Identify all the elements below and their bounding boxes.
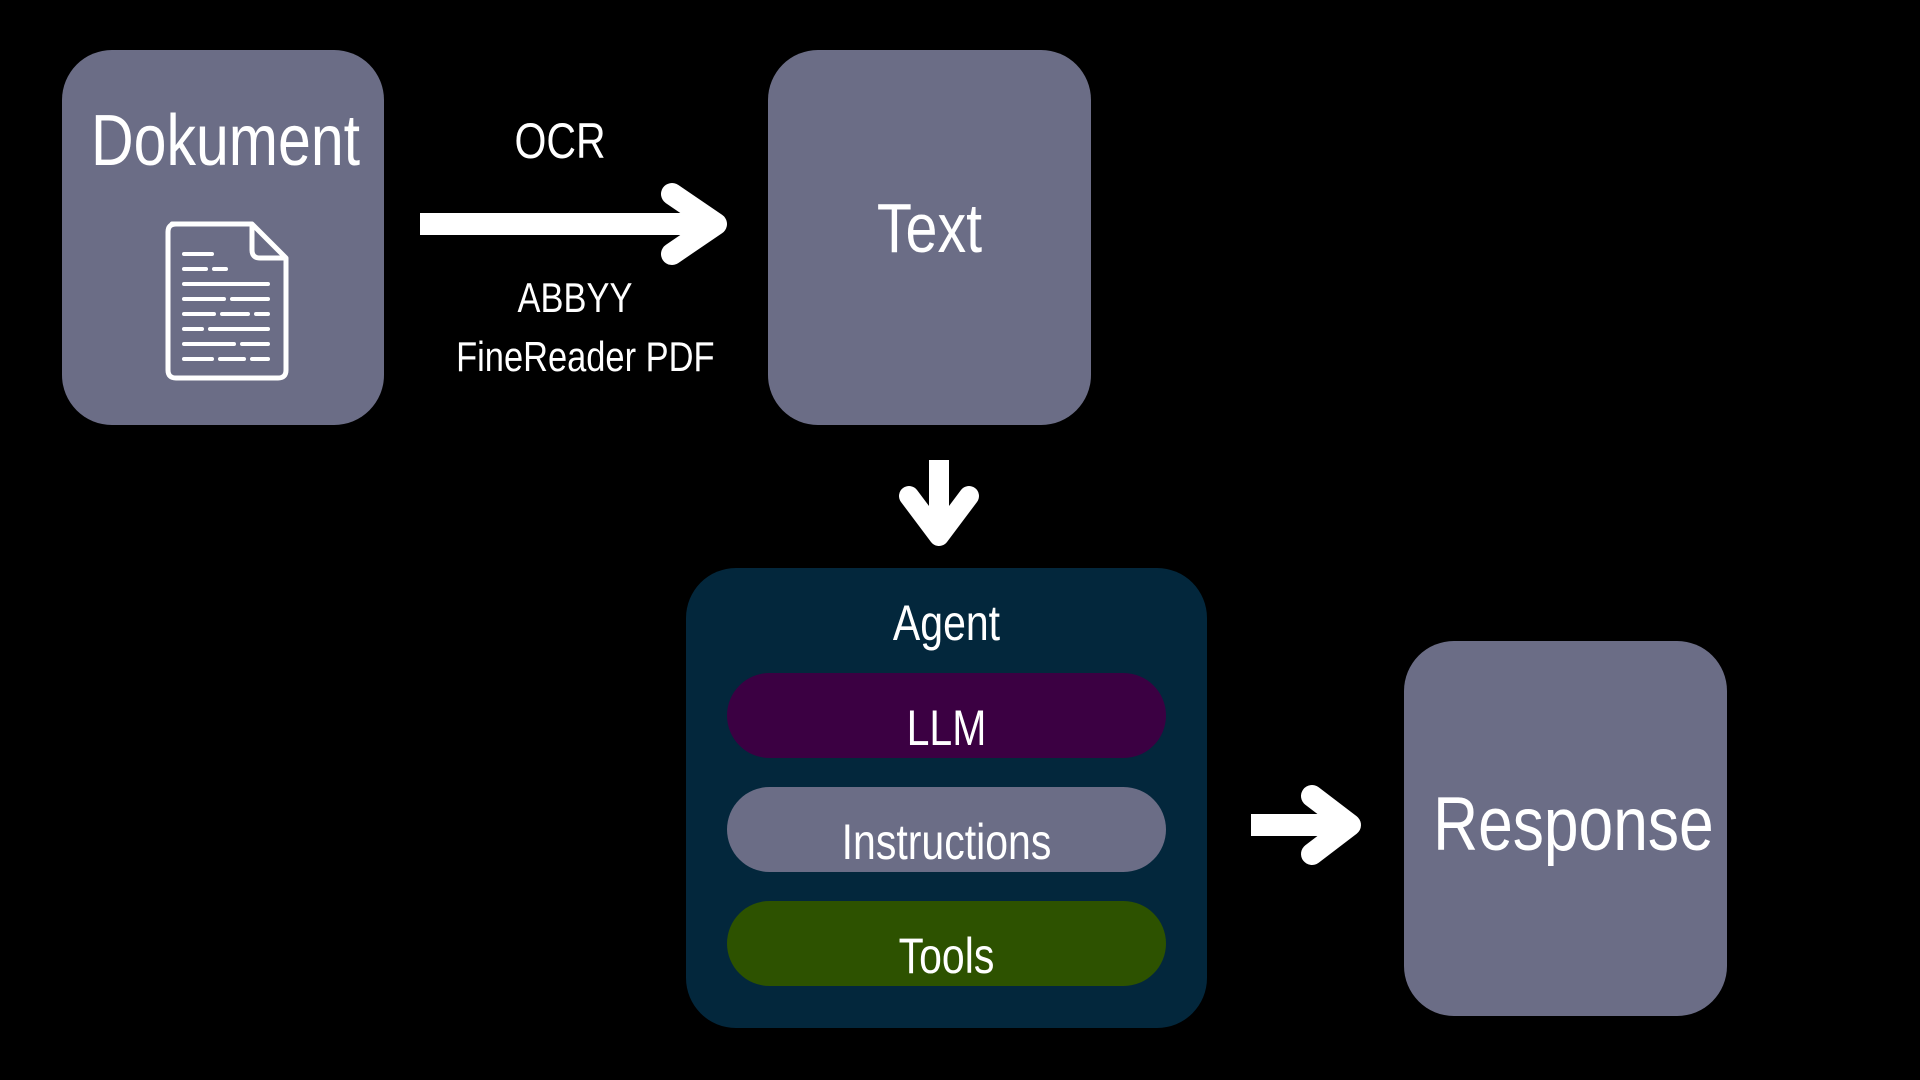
edge-label-abbyy-line1: ABBYY: [517, 274, 633, 321]
edge-label-abbyy: ABBYY FineReader PDF: [456, 268, 715, 386]
instructions-label: Instructions: [841, 814, 1052, 870]
response-label: Response: [1433, 782, 1714, 867]
instructions-component: Instructions: [727, 787, 1166, 872]
document-label: Dokument: [90, 101, 361, 181]
agent-label: Agent: [892, 595, 1001, 651]
tools-label: Tools: [898, 928, 995, 984]
document-node: Dokument: [62, 50, 384, 425]
llm-component: LLM: [727, 673, 1166, 758]
tools-component: Tools: [727, 901, 1166, 986]
llm-label: LLM: [906, 700, 987, 756]
response-node: Response: [1404, 641, 1727, 1016]
document-icon: [165, 221, 289, 381]
text-node: Text: [768, 50, 1091, 425]
agent-node: Agent LLM Instructions Tools: [686, 568, 1207, 1028]
edge-label-abbyy-line2: FineReader PDF: [456, 333, 715, 380]
text-label: Text: [876, 189, 983, 267]
edge-label-ocr: OCR: [514, 113, 606, 169]
